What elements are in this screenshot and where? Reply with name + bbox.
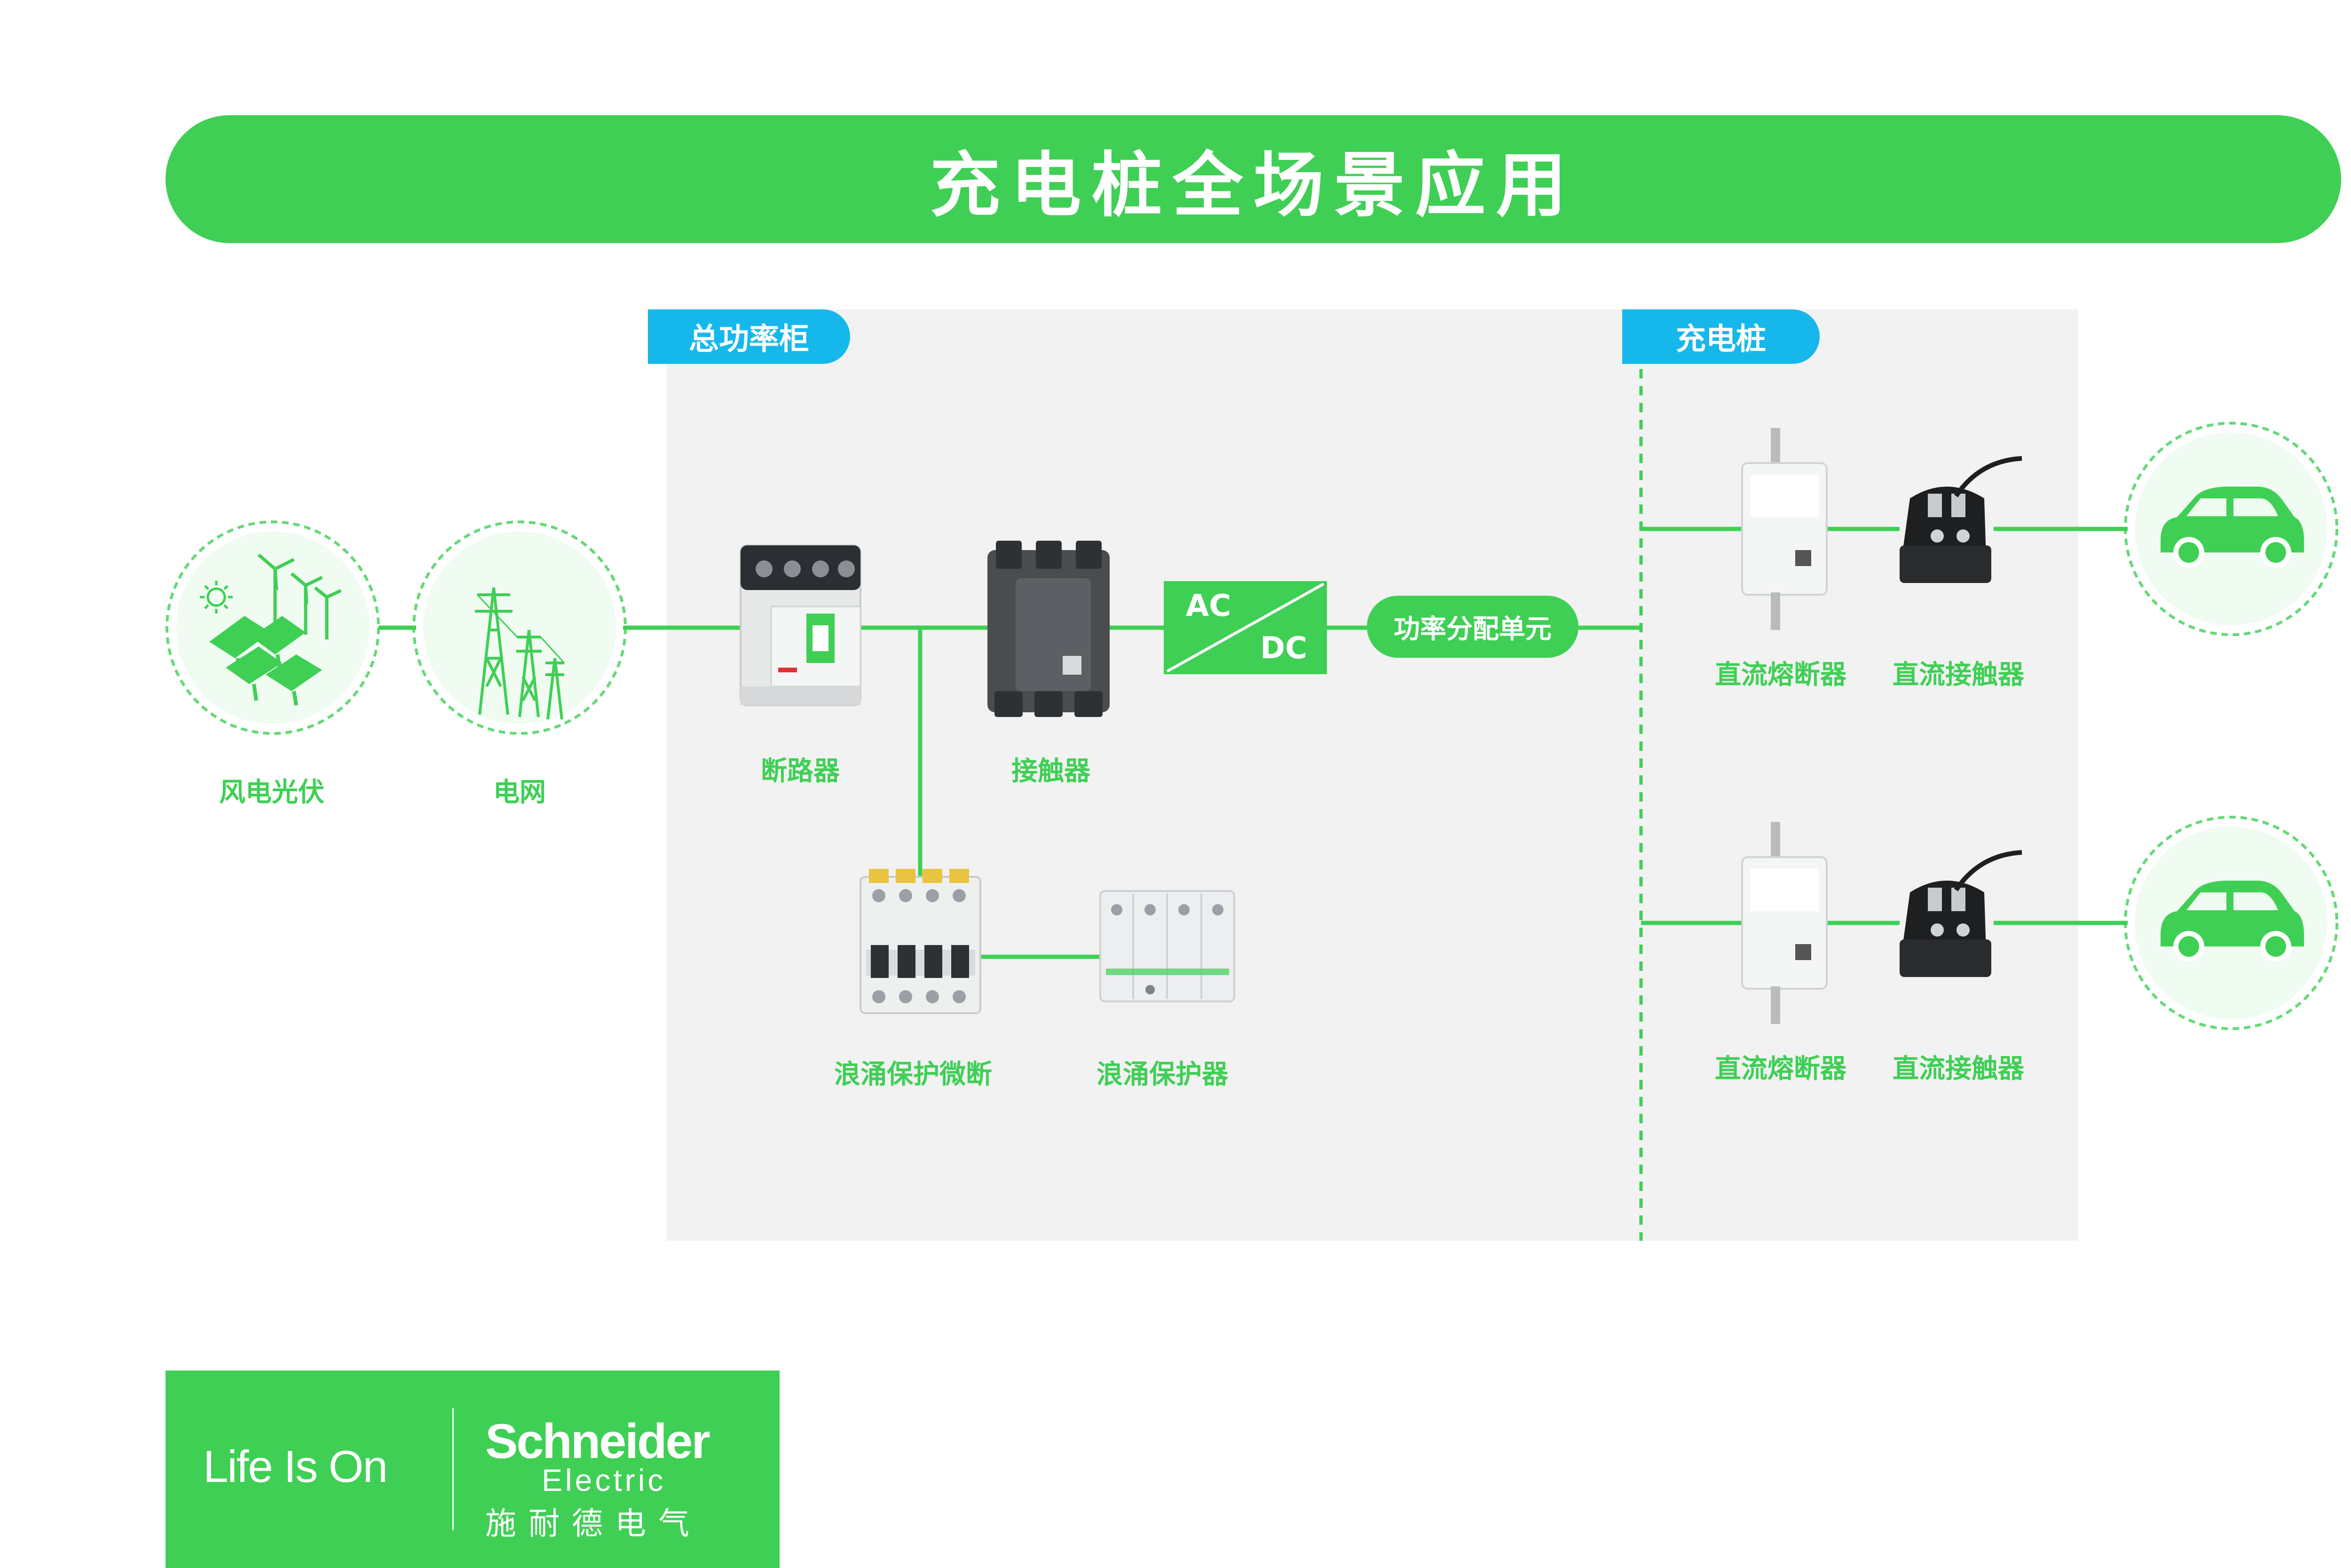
page-title: 充电桩全场景应用	[930, 144, 1577, 227]
dc-contactor-icon-2	[1900, 850, 2022, 977]
title-banner: 充电桩全场景应用	[166, 115, 2341, 243]
connection-lines	[379, 527, 2128, 959]
logo-divider	[452, 1408, 454, 1530]
section-power-cabinet: 总功率柜	[648, 309, 850, 364]
car-1	[2124, 422, 2338, 636]
brand-subname: Electric	[542, 1463, 666, 1497]
power-cabinet-panel	[667, 309, 1641, 1241]
transmission-tower-icon	[475, 587, 565, 720]
surge-protector-icon	[1099, 890, 1235, 1002]
grid-label: 电网	[493, 777, 546, 808]
logo-block: Life Is On Schneider Electric 施耐德电气	[166, 1371, 780, 1568]
tagline: Life Is On	[203, 1442, 388, 1492]
power-distribution-unit: 功率分配单元	[1367, 596, 1578, 658]
dc-contactor-icon-1	[1900, 456, 2022, 583]
wind-turbine-icon	[257, 553, 342, 639]
contactor-label: 接触器	[1011, 756, 1090, 787]
dc-fuse-label: 直流熔断器	[1715, 660, 1846, 690]
dc-label: DC	[1260, 631, 1307, 666]
dc-fuse-label: 直流熔断器	[1715, 1054, 1846, 1084]
ac-dc-converter: AC DC	[1164, 581, 1327, 674]
solar-panel-icon	[209, 616, 322, 706]
dc-fuse-icon-1	[1741, 428, 1828, 630]
ac-label: AC	[1186, 589, 1231, 623]
surge-mcb-icon	[860, 869, 981, 1014]
sun-icon	[200, 581, 233, 614]
dc-contactor-label: 直流接触器	[1893, 660, 2024, 690]
grid-source	[412, 520, 627, 735]
section-charging-pile: 充电桩	[1622, 309, 1820, 364]
car-icon	[2161, 881, 2304, 962]
renewables-source	[166, 520, 380, 735]
breaker-label: 断路器	[761, 756, 840, 787]
dc-contactor-label: 直流接触器	[1893, 1054, 2024, 1084]
car-2	[2124, 816, 2338, 1030]
charging-pile-panel	[1641, 309, 2078, 1241]
renewables-label: 风电光伏	[219, 777, 324, 808]
contactor-icon	[987, 541, 1110, 717]
breaker-icon	[740, 544, 861, 706]
brand-name: Schneider	[485, 1414, 710, 1469]
car-icon	[2161, 487, 2304, 568]
brand-name-cn: 施耐德电气	[485, 1505, 702, 1542]
dc-fuse-icon-2	[1741, 822, 1828, 1024]
surge-protector-label: 浪涌保护器	[1097, 1059, 1228, 1090]
surge-mcb-label: 浪涌保护微断	[834, 1059, 992, 1090]
